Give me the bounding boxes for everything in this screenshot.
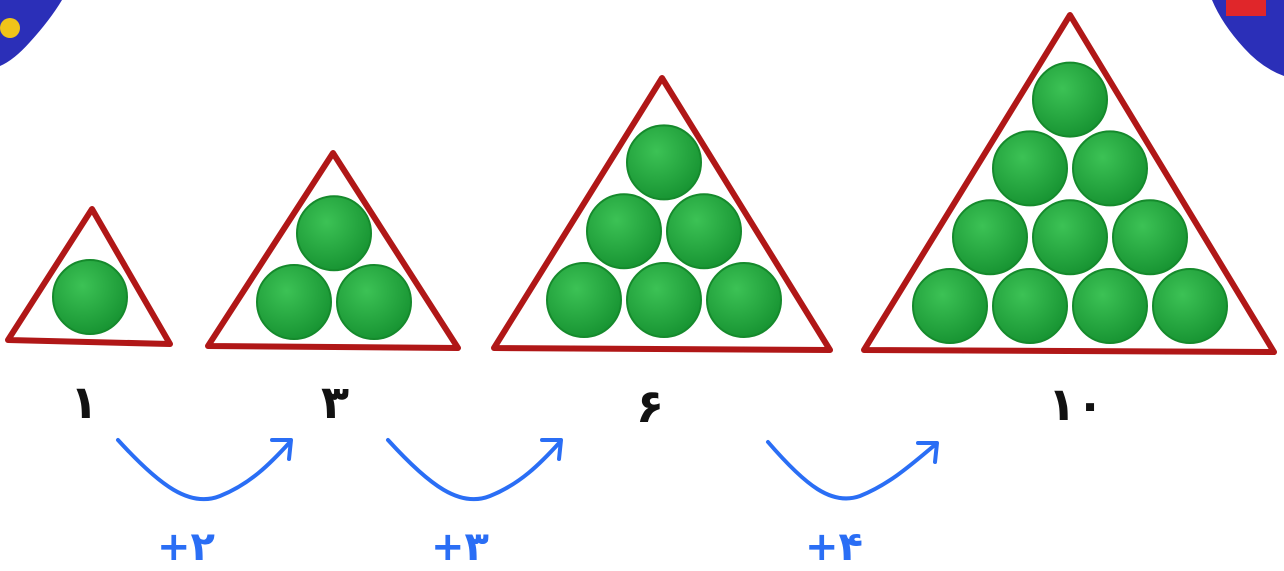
green-ball xyxy=(1112,199,1188,276)
green-ball xyxy=(1152,268,1228,344)
green-ball xyxy=(952,199,1028,276)
green-ball xyxy=(296,195,372,272)
figure-3: ۳ xyxy=(205,150,461,429)
triangle-outline xyxy=(5,206,173,347)
green-ball xyxy=(586,193,662,270)
count-label: ۳ xyxy=(321,375,349,429)
triangle-outline xyxy=(861,12,1277,355)
step-arrow-2: +۳ xyxy=(386,438,563,570)
green-ball xyxy=(992,130,1068,207)
step-arrow-3: +۴ xyxy=(766,440,939,570)
green-ball xyxy=(1032,61,1108,138)
curved-arrow-icon xyxy=(386,438,562,502)
step-label: +۳ xyxy=(431,524,489,570)
circle-group xyxy=(546,124,782,338)
circle-group xyxy=(912,61,1228,344)
green-ball xyxy=(992,268,1068,344)
green-ball xyxy=(626,124,702,201)
green-ball xyxy=(666,193,742,270)
step-label: +۴ xyxy=(805,524,863,570)
count-label: ۱۰ xyxy=(1048,377,1104,431)
green-ball xyxy=(1072,130,1148,207)
figure-1: ۱ xyxy=(5,206,173,429)
green-ball xyxy=(1032,199,1108,276)
green-ball xyxy=(1072,268,1148,344)
green-ball xyxy=(256,264,332,340)
figure-10: ۱۰ xyxy=(861,12,1277,431)
corner-decoration-left xyxy=(0,0,62,66)
triangle-outline xyxy=(205,150,461,351)
step-arrow-1: +۲ xyxy=(116,438,293,570)
green-ball xyxy=(336,264,412,340)
figure-6: ۶ xyxy=(491,75,833,433)
arrowhead-icon xyxy=(916,441,939,464)
count-label: ۱ xyxy=(70,375,98,429)
count-label: ۶ xyxy=(636,379,664,433)
arrowhead-icon xyxy=(540,438,563,461)
circle-group xyxy=(52,259,128,335)
arrowhead-icon xyxy=(270,438,293,461)
green-ball xyxy=(52,259,128,335)
green-ball xyxy=(546,262,622,338)
curved-arrow-icon xyxy=(116,438,292,502)
curved-arrow-icon xyxy=(766,440,938,501)
corner-decoration-right xyxy=(1212,0,1284,76)
circle-group xyxy=(256,195,412,340)
green-ball xyxy=(626,262,702,338)
triangle-outline xyxy=(491,75,833,353)
green-ball xyxy=(706,262,782,338)
step-label: +۲ xyxy=(157,524,215,570)
green-ball xyxy=(912,268,988,344)
